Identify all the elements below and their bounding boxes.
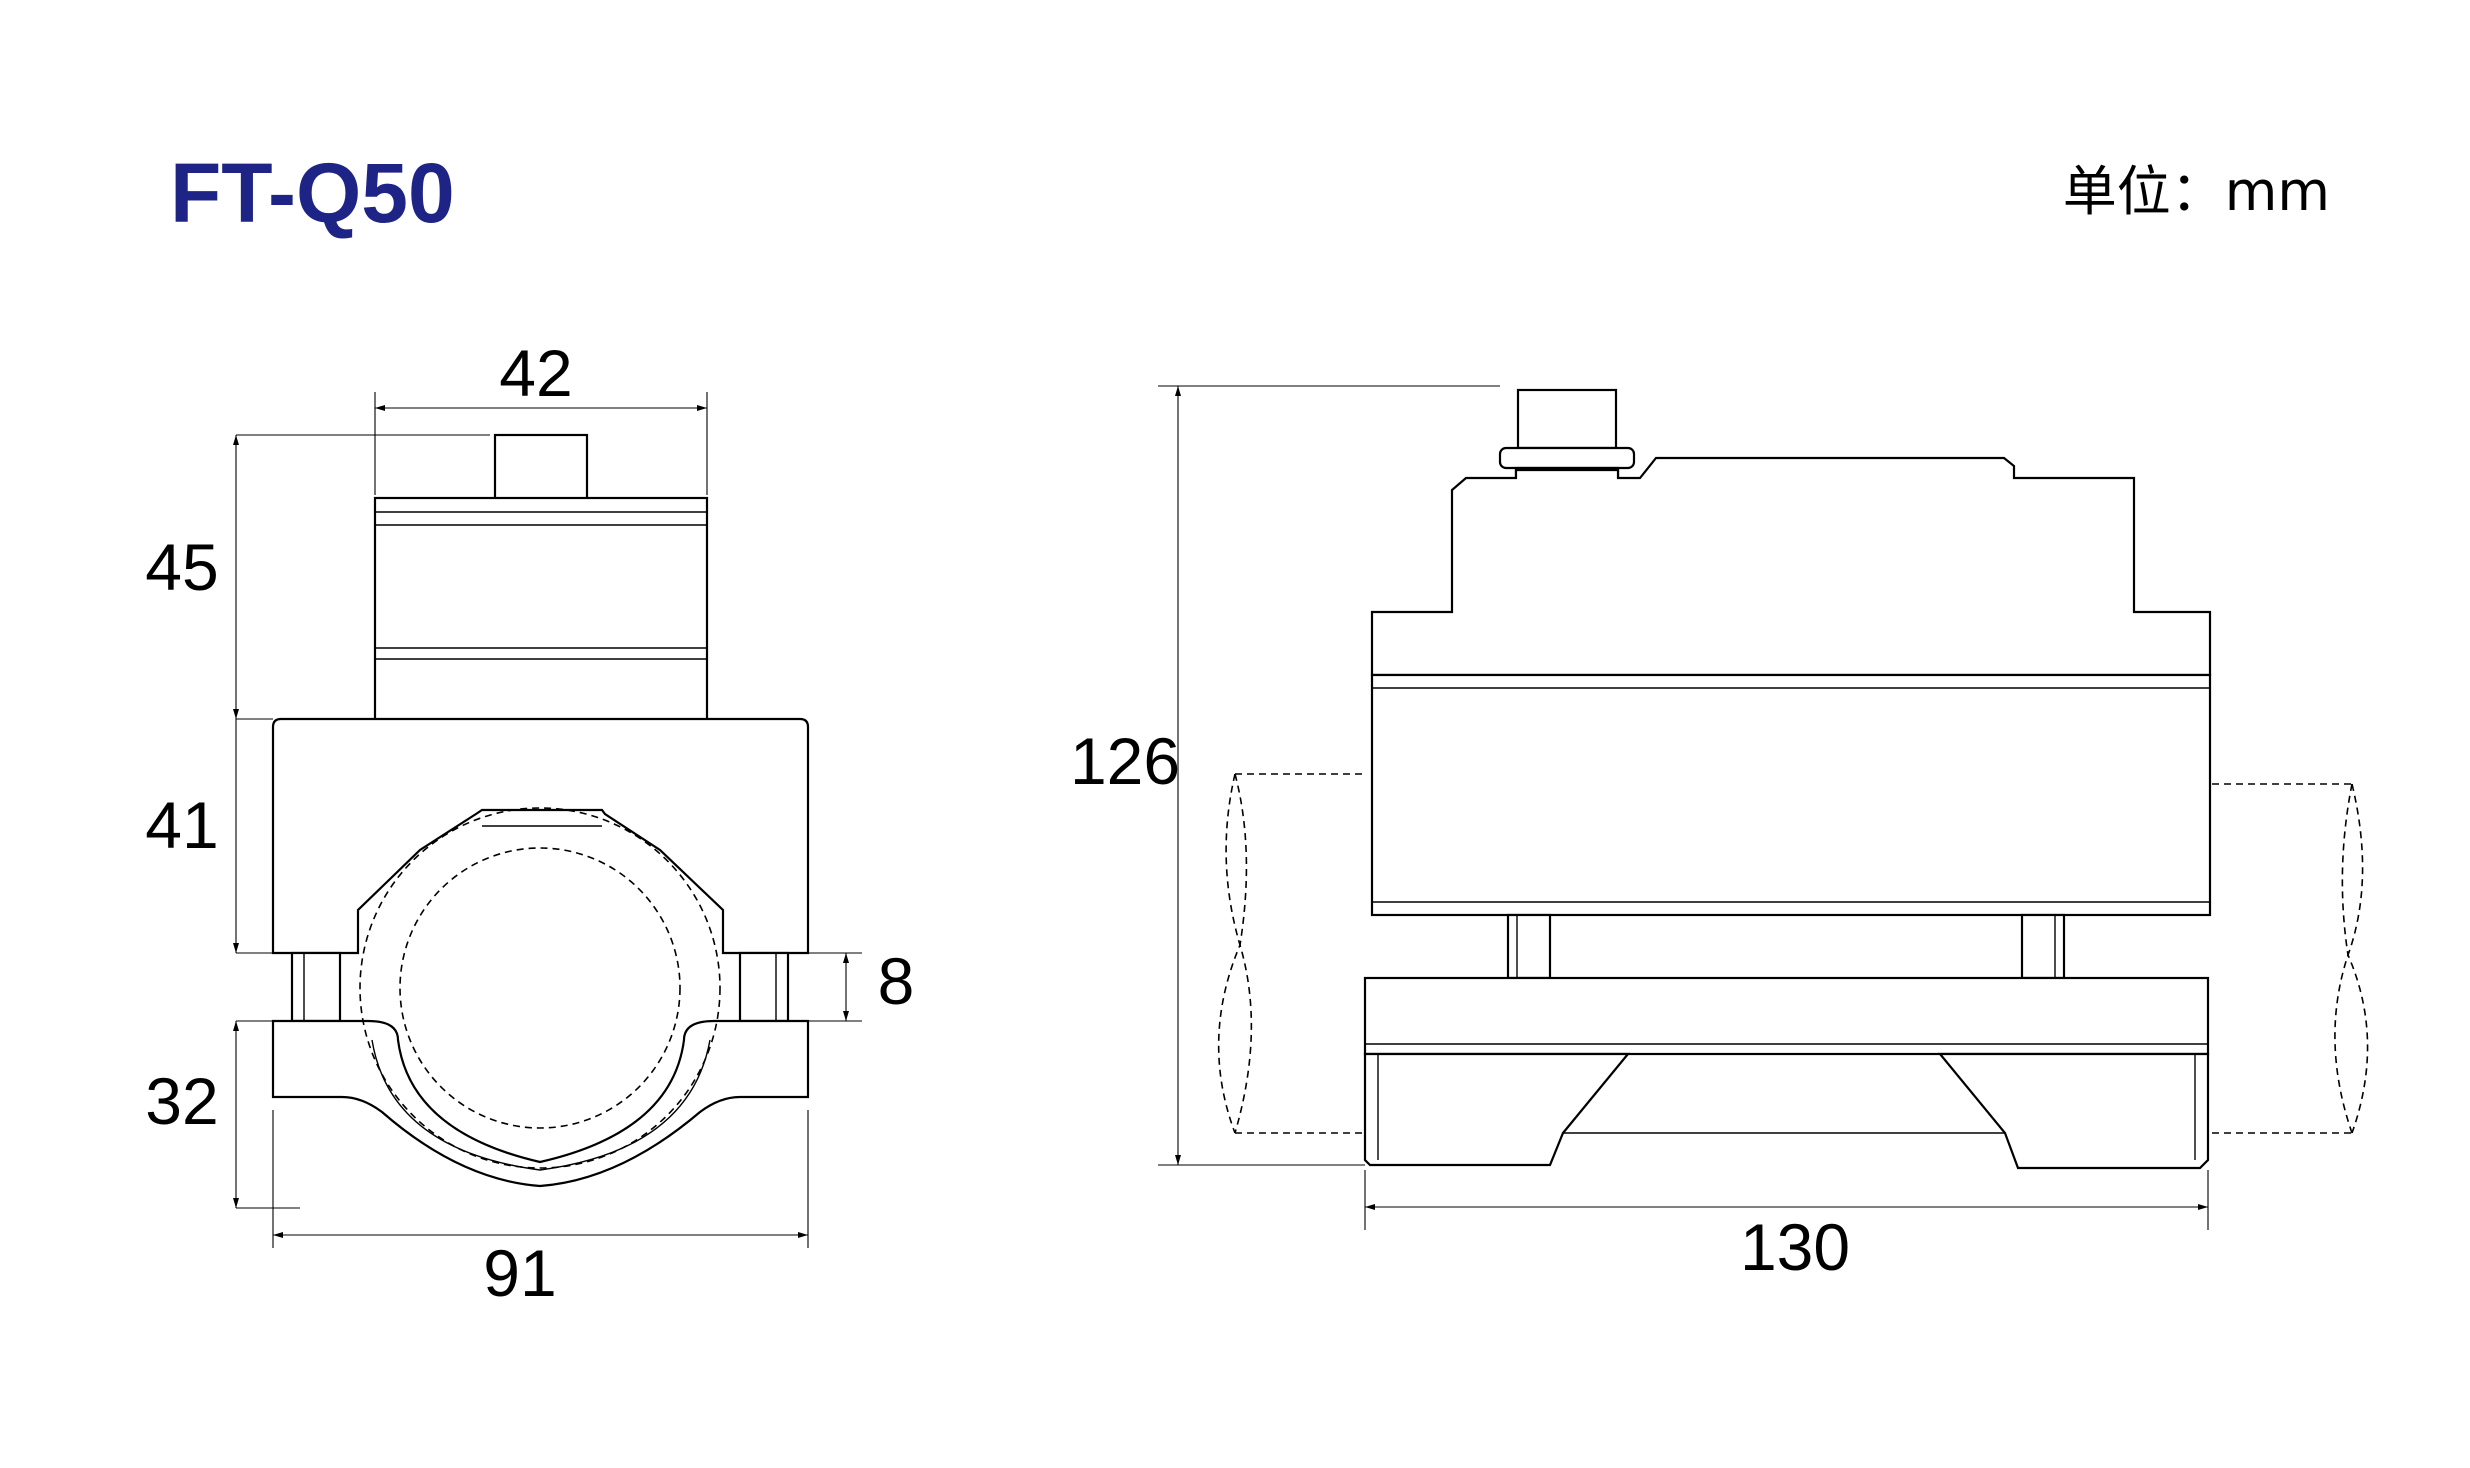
dim-body-height: 41 <box>145 788 218 862</box>
front-lower-clamp <box>271 1019 810 1188</box>
side-pipe <box>1217 773 2369 1134</box>
side-view <box>1217 388 2369 1170</box>
dim-total-width: 91 <box>483 1236 556 1310</box>
dim-gap-height: 8 <box>878 944 915 1018</box>
side-nut <box>1498 446 1636 470</box>
front-upper-clamp <box>271 717 810 955</box>
dim-top-height: 45 <box>145 530 218 604</box>
dim-top-width: 42 <box>499 336 572 410</box>
dim-side-total-width: 130 <box>1740 1210 1850 1284</box>
front-view <box>271 433 810 1188</box>
side-top-housing <box>1370 456 2212 677</box>
front-bolt-left <box>290 951 342 1023</box>
side-dimensions: 126 130 <box>1070 385 2209 1284</box>
side-main-body <box>1370 673 2212 917</box>
dim-bottom-height: 32 <box>145 1064 218 1138</box>
dim-side-total-height: 126 <box>1070 724 1180 798</box>
side-bolt-left <box>1506 913 1552 980</box>
front-top-housing <box>373 496 709 722</box>
front-connector <box>493 433 589 501</box>
side-lower-clamp <box>1363 976 2210 1170</box>
front-bolt-right <box>738 951 790 1023</box>
front-dimensions: 42 45 41 32 8 91 <box>145 336 914 1310</box>
page-title: FT-Q50 <box>170 146 455 240</box>
unit-label: 单位：mm <box>2063 160 2330 223</box>
side-connector <box>1516 388 1618 450</box>
side-bolt-right <box>2020 913 2066 980</box>
front-pipe-inner <box>399 847 681 1129</box>
front-pipe-outer <box>359 807 721 1169</box>
